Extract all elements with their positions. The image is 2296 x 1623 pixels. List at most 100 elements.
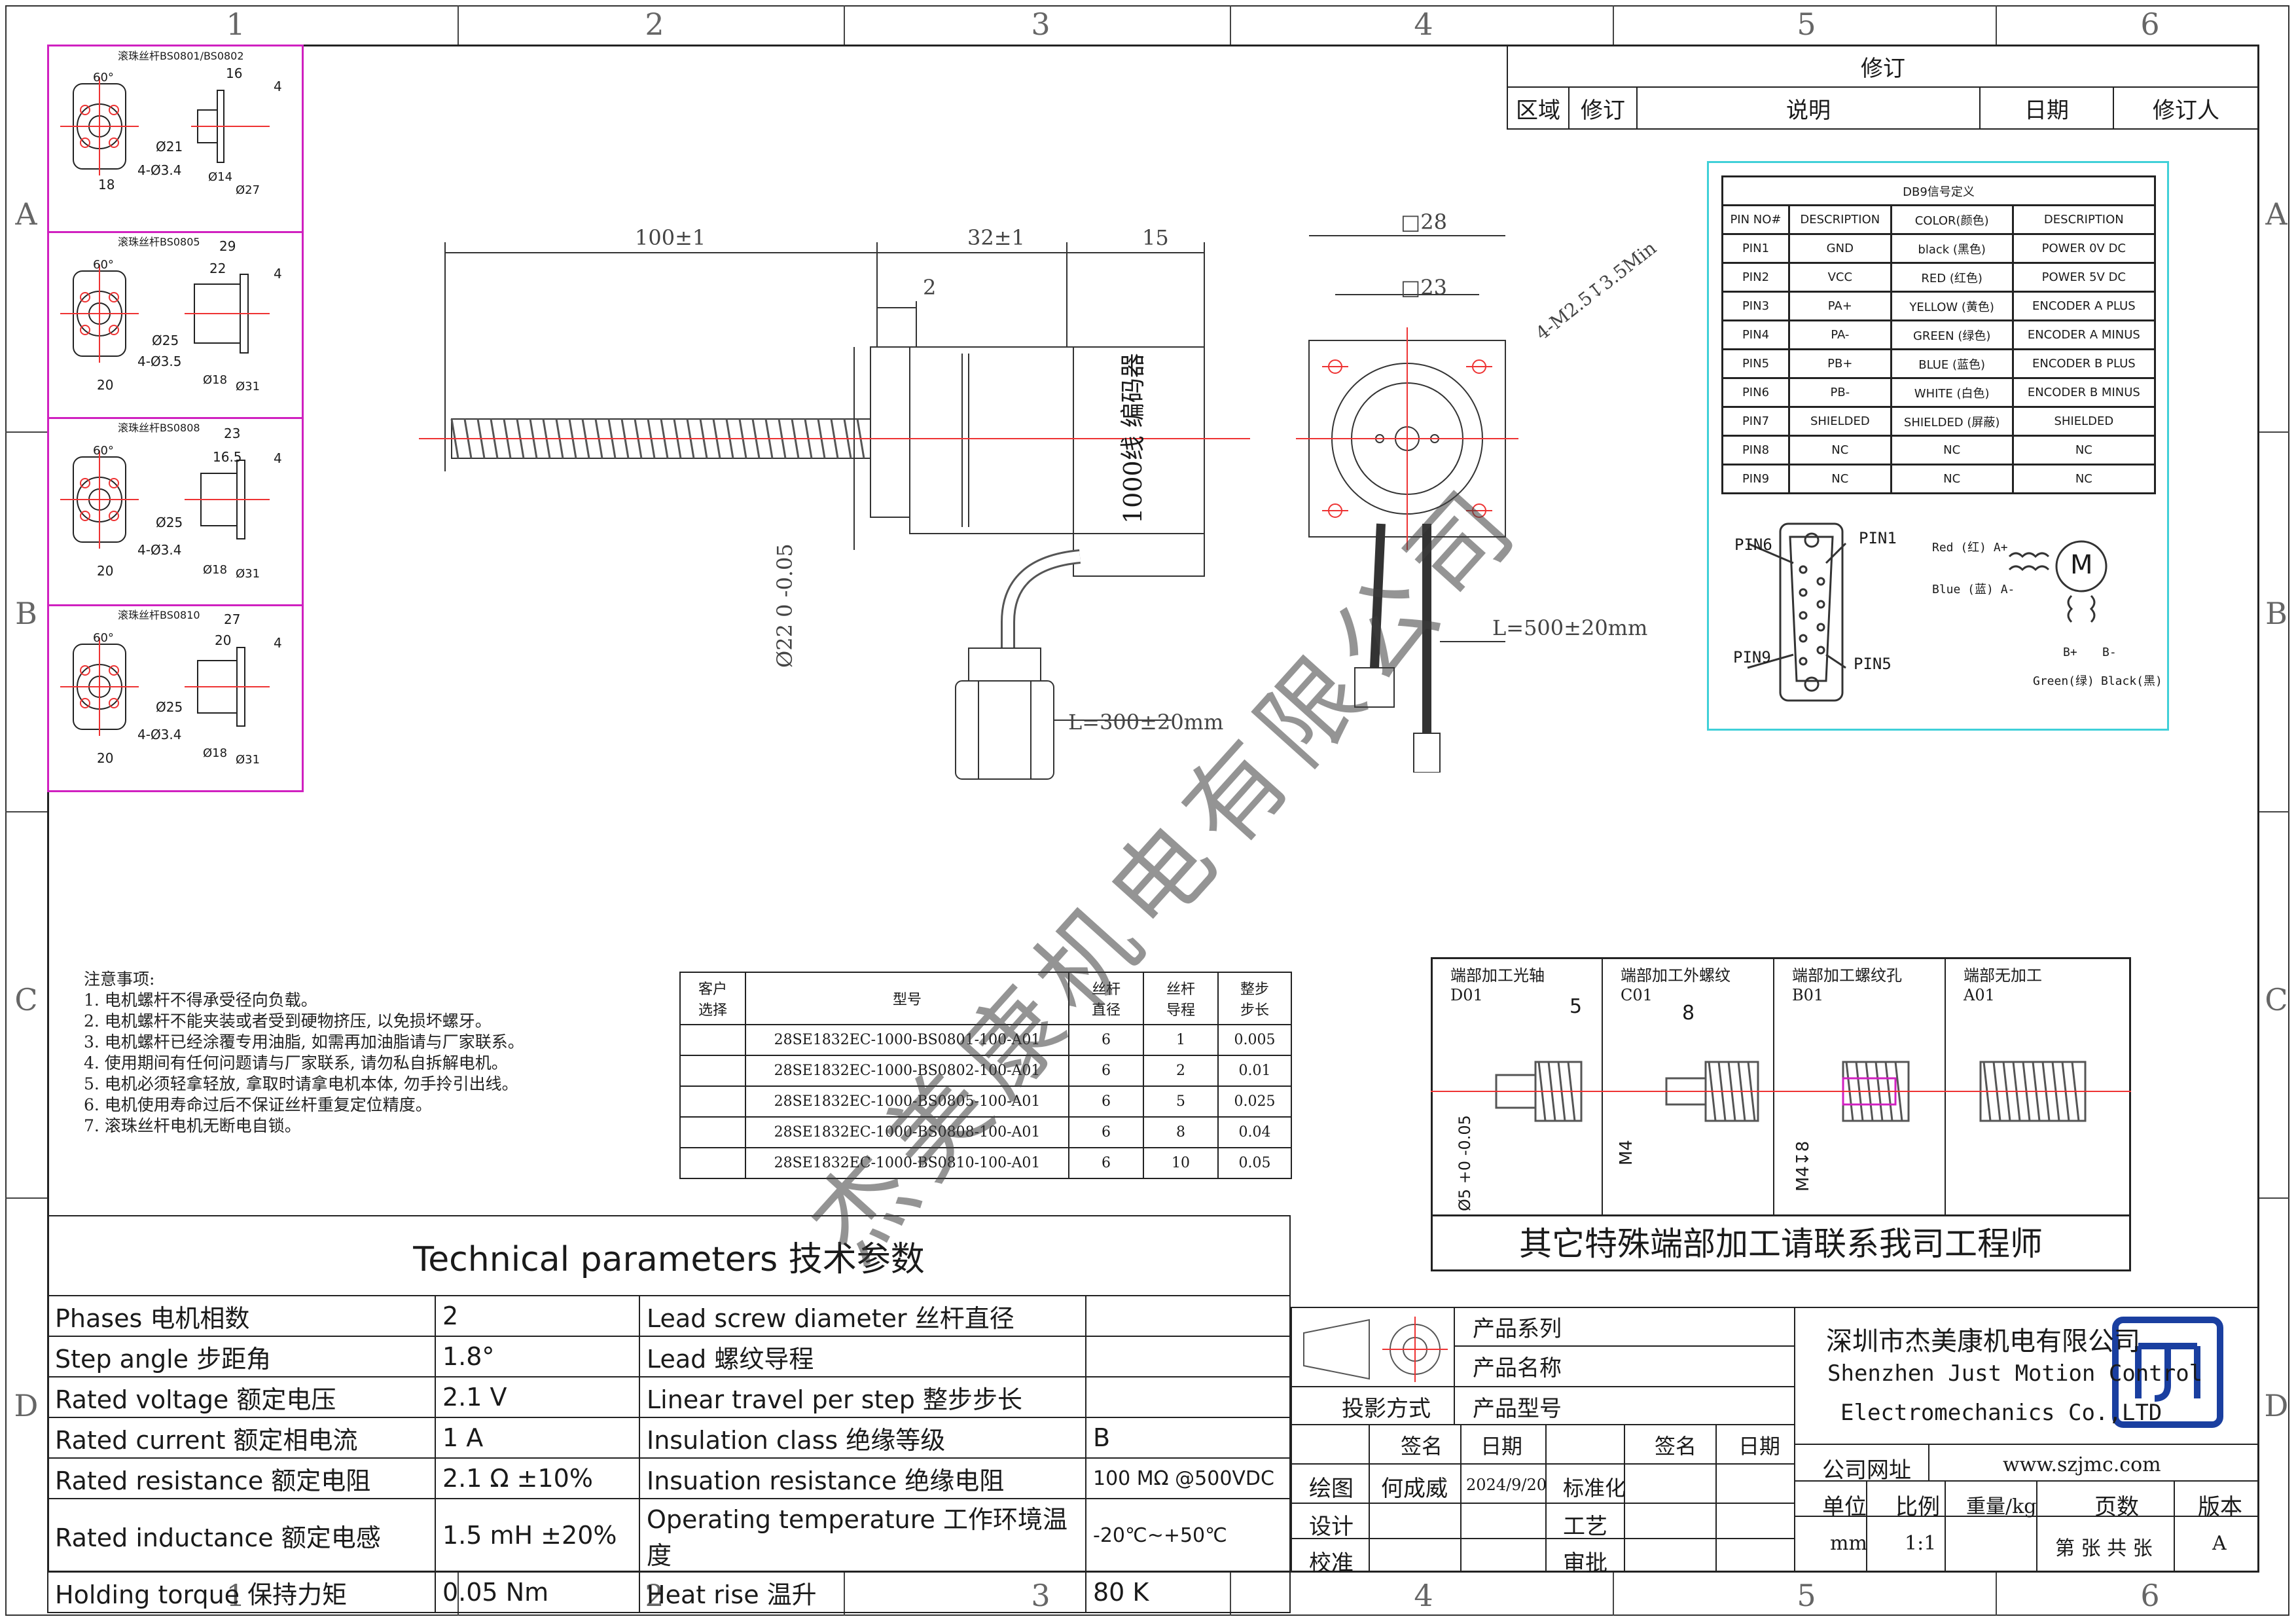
tech-value: B	[1085, 1417, 1291, 1459]
db9-cell: PA+	[1787, 291, 1892, 321]
model-cell: 6	[1068, 1116, 1144, 1148]
tech-value: -20℃~+50℃	[1085, 1498, 1291, 1573]
nut2-dim-22: 22	[209, 261, 226, 276]
tb-website-label: 公司网址	[1822, 1457, 1911, 1484]
tech-value: 2	[435, 1295, 640, 1337]
coil-b-plus: B+	[2063, 646, 2077, 659]
nut4-dim-d18: Ø18	[203, 746, 228, 760]
db9-cell: PIN3	[1721, 291, 1790, 321]
zone-col-5-bottom: 5	[1797, 1578, 1816, 1613]
db9-cell: PIN5	[1721, 348, 1790, 379]
tech-value: 80 K	[1085, 1571, 1291, 1613]
tech-value	[1085, 1336, 1291, 1377]
model-table: 客户 选择 型号 丝杆 直径 丝杆 导程 整步 步长 28SE1832EC-10…	[679, 972, 1292, 1179]
dim-screw-length: 100±1	[635, 225, 706, 250]
db9-table: DB9信号定义 PIN NO# DESCRIPTION COLOR(颜色) DE…	[1721, 175, 2157, 494]
tb-drawer: 何成威	[1381, 1476, 1448, 1502]
db9-cell: ENCODER B MINUS	[2011, 377, 2157, 408]
end-d01-title: 端部加工光轴	[1450, 966, 1545, 985]
end-machining-drawings	[1431, 1061, 2131, 1122]
nut1-dim-16: 16	[226, 65, 243, 81]
tb-sign-header-2: 签名	[1655, 1434, 1697, 1459]
db9-pin6-label: PIN6	[1734, 536, 1772, 554]
zone-row-b-right: B	[2265, 596, 2287, 631]
nut2-dim-29: 29	[219, 238, 236, 254]
db9-cell: NC	[1787, 464, 1892, 494]
db9-pin5-label: PIN5	[1854, 655, 1892, 673]
model-select-cell[interactable]	[679, 1116, 746, 1148]
db9-cell: YELLOW (黄色)	[1890, 291, 2014, 321]
note-item: 5. 电机必须轻拿轻放, 拿取时请拿电机本体, 勿手拎引出线。	[84, 1074, 518, 1093]
nut1-dim-holes: 4-Ø3.4	[137, 162, 182, 178]
nut3-dim-d31: Ø31	[236, 567, 260, 581]
db9-connector-diagram	[1747, 522, 2108, 702]
revision-title: 修订	[1507, 45, 2259, 88]
tb-version-label: 版本	[2198, 1494, 2242, 1520]
db9-cell: SHIELDED (屏蔽)	[1890, 406, 2014, 437]
revision-col-area: 区域	[1507, 86, 1570, 130]
model-select-cell[interactable]	[679, 1024, 746, 1056]
nut2-dim-d18: Ø18	[203, 373, 228, 387]
model-select-cell[interactable]	[679, 1085, 746, 1118]
tech-label: Step angle 步距角	[47, 1336, 436, 1377]
tech-label: Phases 电机相数	[47, 1295, 436, 1337]
model-cell: 28SE1832EC-1000-BS0802-100-A01	[745, 1055, 1069, 1087]
db9-cell: NC	[1890, 464, 2014, 494]
encoder-label: 1000线 编码器	[1119, 353, 1147, 524]
nut-drawings	[60, 77, 270, 736]
note-item: 6. 电机使用寿命过后不保证丝杆重复定位精度。	[84, 1095, 432, 1114]
model-select-cell[interactable]	[679, 1055, 746, 1087]
db9-cell: PB-	[1787, 377, 1892, 408]
db9-cell: VCC	[1787, 262, 1892, 293]
tech-label: Lead 螺纹导程	[639, 1336, 1086, 1377]
nut2-angle: 60°	[93, 258, 114, 272]
end-machining-footer: 其它特殊端部加工请联系我司工程师	[1519, 1225, 2043, 1263]
tb-website[interactable]: www.szjmc.com	[2003, 1453, 2161, 1476]
zone-col-4: 4	[1414, 7, 1433, 42]
cable-length-300: L=300±20mm	[1068, 710, 1224, 735]
zone-col-6-bottom: 6	[2140, 1578, 2160, 1613]
db9-cell: ENCODER A PLUS	[2011, 291, 2157, 321]
tb-date-header-2: 日期	[1738, 1434, 1781, 1459]
model-select-cell[interactable]	[679, 1147, 746, 1179]
tb-approve-label: 审批	[1563, 1550, 1607, 1577]
nut1-dim-4: 4	[274, 79, 282, 94]
db9-cell: POWER 5V DC	[2011, 262, 2157, 293]
zone-row-c-right: C	[2265, 982, 2288, 1017]
db9-cell: PIN9	[1721, 464, 1790, 494]
tech-label: Insulation class 绝缘等级	[639, 1417, 1086, 1459]
motor-side-view	[419, 242, 1250, 780]
tb-company-cn: 深圳市杰美康机电有限公司	[1826, 1326, 2140, 1357]
db9-cell: ENCODER B PLUS	[2011, 348, 2157, 379]
tb-draw-label: 绘图	[1309, 1476, 1354, 1502]
tech-label: Rated inductance 额定电感	[47, 1498, 436, 1573]
nut2-dim-4: 4	[274, 266, 282, 282]
dim-hole-spacing: □23	[1401, 275, 1447, 300]
end-a01-title: 端部无加工	[1964, 966, 2042, 985]
tech-value	[1085, 1295, 1291, 1337]
end-b01-thread: M4↧8	[1793, 1140, 1813, 1192]
tech-value: 2.1 V	[435, 1376, 640, 1418]
model-cell: 2	[1143, 1055, 1219, 1087]
db9-cell: WHITE (白色)	[1890, 377, 2014, 408]
nut4-dim-holes: 4-Ø3.4	[137, 727, 182, 742]
nut3-dim-d25: Ø25	[156, 515, 183, 530]
coil-b-minus: B-	[2102, 646, 2117, 659]
tech-value: 0.05 Nm	[435, 1571, 640, 1613]
revision-col-reviser: 修订人	[2113, 86, 2259, 130]
nut2-dim-d31: Ø31	[236, 380, 260, 393]
nut4-dim-d25: Ø25	[156, 699, 183, 715]
zone-row-d: D	[14, 1388, 39, 1423]
nut-title-4: 滚珠丝杆BS0810	[118, 609, 200, 621]
title-block-grid	[1291, 1307, 2259, 1573]
nut-title-3: 滚珠丝杆BS0808	[118, 422, 200, 434]
zone-col-4-bottom: 4	[1414, 1578, 1433, 1613]
